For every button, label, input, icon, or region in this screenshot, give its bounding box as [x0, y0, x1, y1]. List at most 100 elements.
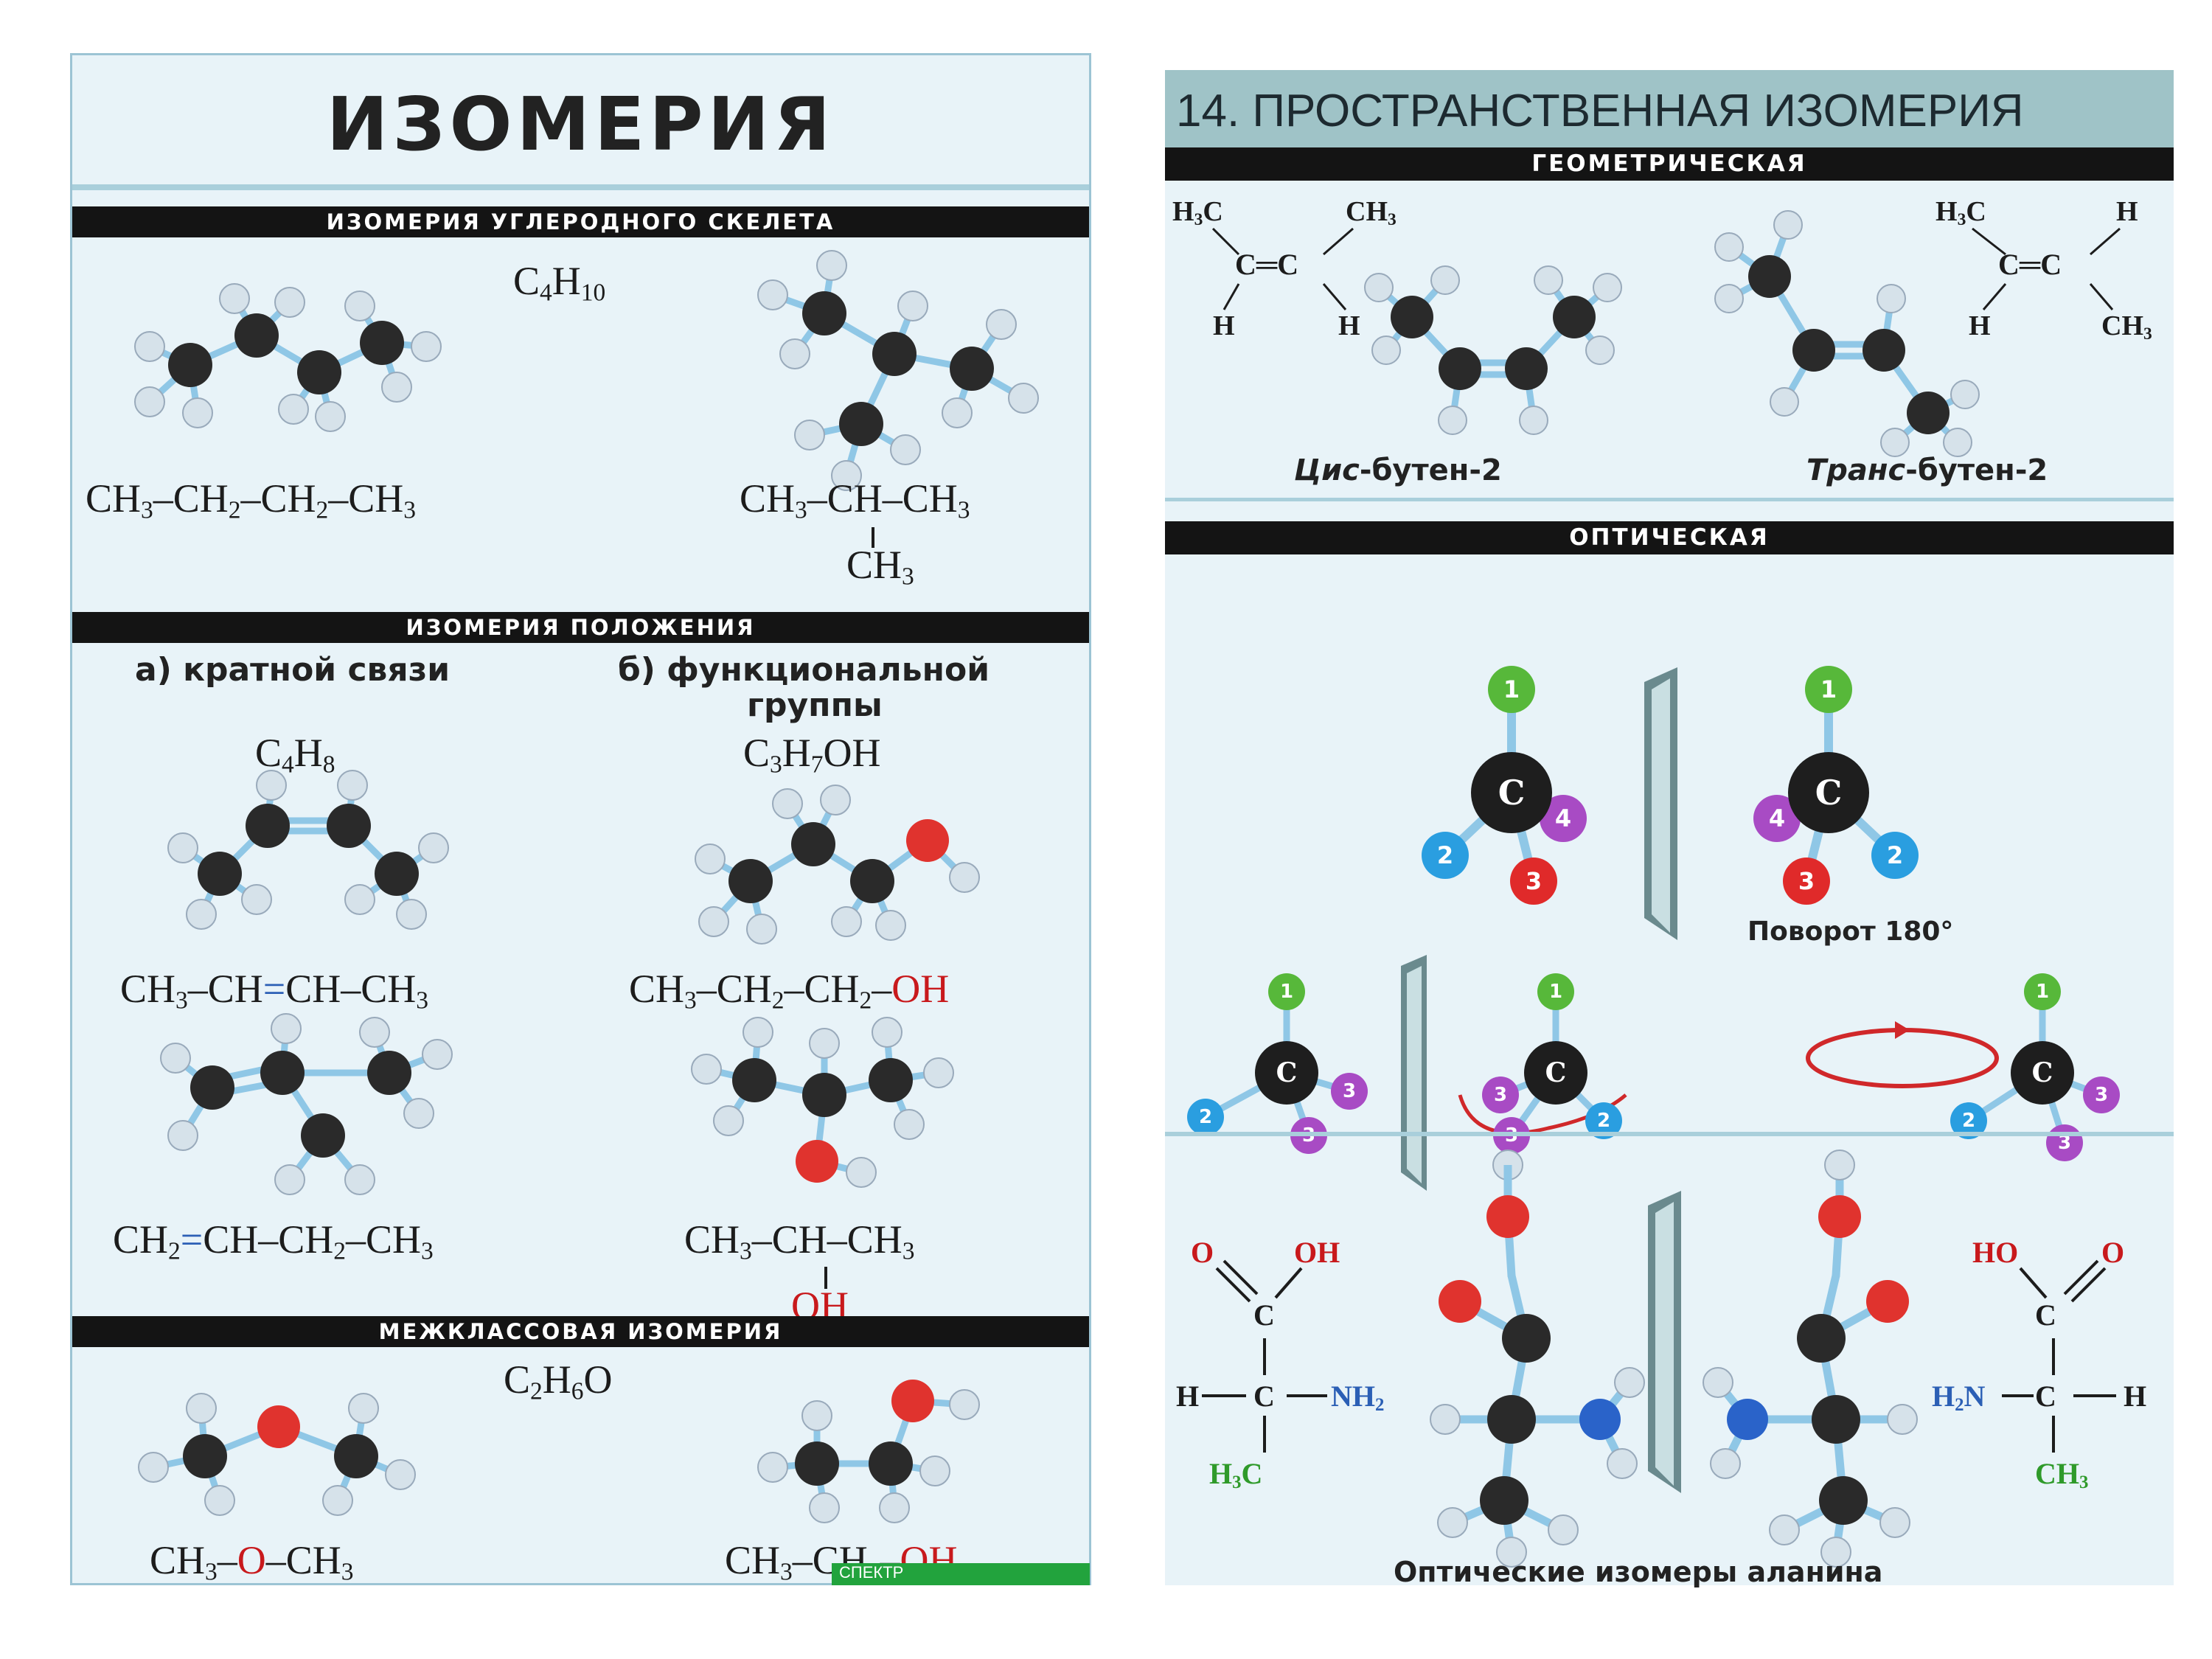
formula-dimethyl-ether: CH3–O–CH3 — [150, 1538, 354, 1586]
formula-isobutane-branch: CH3 — [846, 543, 914, 591]
number-4-label: 4 — [1769, 804, 1785, 832]
ala-l-oh: OH — [1294, 1236, 1340, 1269]
right-poster: 14. ПРОСТРАНСТВЕННАЯ ИЗОМЕРИЯ ГЕОМЕТРИЧЕ… — [1165, 70, 2174, 1588]
trans-double-bond: C═C — [1998, 248, 2062, 281]
publisher-watermark: СПЕКТР — [832, 1563, 1090, 1585]
ala-d-o: O — [2101, 1236, 2125, 1269]
trans-butene-model — [1714, 210, 1980, 457]
cis-bond-lines — [1211, 227, 1354, 310]
title-divider — [72, 184, 1089, 190]
ala-d-alpha-h: H — [2124, 1380, 2147, 1413]
number-3-label: 3 — [1494, 1084, 1507, 1106]
ala-d-model — [1703, 1150, 1918, 1568]
cis-ch3-label: CH3 — [1346, 196, 1397, 229]
ala-d-ch3: CH3 — [2035, 1457, 2089, 1493]
alanine-caption: Оптические изомеры аланина — [1394, 1556, 1883, 1588]
ala-d-ho: HO — [1972, 1236, 2019, 1269]
ethanol-model — [757, 1380, 980, 1523]
carbon-center-label: C — [1498, 773, 1526, 813]
gross-formula-c3h7oh: C3H7OH — [743, 731, 881, 779]
formula-butane: CH3–CH2–CH2–CH3 — [86, 476, 416, 524]
ala-d-carboxyl-c: C — [2035, 1298, 2056, 1332]
cis-double-bond: C═C — [1235, 248, 1299, 281]
section-header-skeleton: ИЗОМЕРИЯ УГЛЕРОДНОГО СКЕЛЕТА — [72, 206, 1089, 237]
optical-divider — [1165, 1132, 2174, 1136]
ala-d-alpha-c: C — [2035, 1380, 2056, 1413]
ala-d-h2n: H2N — [1932, 1380, 1986, 1416]
carbon-center-label: C — [1815, 773, 1843, 813]
section-header-interclass: МЕЖКЛАССОВАЯ ИЗОМЕРИЯ — [72, 1316, 1089, 1347]
number-2-label: 2 — [1597, 1110, 1610, 1132]
ala-l-o: O — [1191, 1236, 1214, 1269]
formula-propanol-2: CH3–CH–CH3 — [684, 1217, 915, 1265]
gross-formula-c4h8: C4H8 — [255, 731, 335, 779]
dimethyl-ether-model — [138, 1393, 416, 1516]
number-2-label: 2 — [1962, 1110, 1975, 1132]
trans-h-top: H — [2116, 196, 2138, 227]
subheader-functional-1: б) функциональной — [618, 651, 990, 689]
butene-1-model — [160, 1013, 453, 1195]
cis-butene-model — [1364, 265, 1622, 435]
ala-l-carboxyl-c: C — [1253, 1298, 1275, 1332]
formula-propanol-1: CH3–CH2–CH2–OH — [629, 967, 950, 1015]
trans-ch3-label: CH3 — [2101, 310, 2152, 344]
alanine-mirror — [1648, 1191, 1681, 1493]
section-header-optical: ОПТИЧЕСКАЯ — [1165, 521, 2174, 554]
cis-h-right: H — [1338, 310, 1360, 341]
ala-l-alpha-c: C — [1253, 1380, 1275, 1413]
branch-bond — [872, 527, 874, 548]
ala-l-model — [1430, 1150, 1645, 1568]
carbon-center-label: C — [2032, 1057, 2053, 1088]
geo-divider — [1165, 498, 2174, 501]
trans-h-bottom: H — [1969, 310, 1991, 341]
butane-model — [134, 283, 442, 432]
rotation-demo: 1 2 3 3 C 1 3 3 2 C 1 2 3 3 C — [1187, 955, 2120, 1191]
left-poster: ИЗОМЕРИЯ ИЗОМЕРИЯ УГЛЕРОДНОГО СКЕЛЕТА C4… — [70, 53, 1091, 1585]
section-header-position: ИЗОМЕРИЯ ПОЛОЖЕНИЯ — [72, 612, 1089, 643]
ala-l-alpha-h: H — [1176, 1380, 1200, 1413]
number-3-label: 3 — [2095, 1084, 2108, 1106]
cis-h3c-label: H3C — [1172, 196, 1223, 229]
number-2-label: 2 — [1437, 841, 1453, 869]
number-3-label: 3 — [1343, 1080, 1356, 1102]
rotation-label: Поворот 180° — [1747, 917, 1954, 947]
subheader-functional-2: группы — [747, 686, 883, 724]
number-3-label: 3 — [2058, 1132, 2071, 1154]
gross-formula-c2h6o: C2H6O — [504, 1357, 613, 1405]
formula-butene-1: CH2=CH–CH2–CH3 — [113, 1217, 434, 1265]
chiral-pair-top: 1 2 4 3 C 1 2 4 3 C — [1422, 666, 1919, 940]
number-3-label: 3 — [1526, 867, 1542, 895]
number-1-label: 1 — [2036, 981, 2049, 1003]
formula-butene-2: CH3–CH=CH–CH3 — [120, 967, 428, 1015]
trans-butene-caption: Транс-бутен-2 — [1806, 453, 2048, 487]
trans-bond-lines — [1972, 227, 2121, 310]
carbon-center-label: C — [1276, 1057, 1298, 1088]
poster-title: ИЗОМЕРИЯ — [326, 81, 835, 167]
ala-l-bonds — [1202, 1259, 1327, 1453]
ala-l-nh2: NH2 — [1331, 1380, 1385, 1416]
ala-d-bonds — [2002, 1259, 2116, 1453]
cis-h-left: H — [1213, 310, 1235, 341]
spatial-title-band — [1165, 70, 2174, 147]
carbon-center-label: C — [1545, 1057, 1567, 1088]
number-2-label: 2 — [1887, 841, 1903, 869]
isobutane-model — [757, 250, 1039, 491]
butene-2-model — [167, 770, 449, 930]
number-1-label: 1 — [1280, 981, 1293, 1003]
number-1-label: 1 — [1820, 675, 1837, 703]
number-1-label: 1 — [1549, 981, 1562, 1003]
formula-isobutane: CH3–CH–CH3 — [740, 476, 970, 524]
number-3-label: 3 — [1798, 867, 1815, 895]
trans-h3c-label: H3C — [1935, 196, 1986, 229]
number-1-label: 1 — [1503, 675, 1520, 703]
ala-l-h3c: H3C — [1209, 1457, 1263, 1493]
spatial-title: 14. ПРОСТРАНСТВЕННАЯ ИЗОМЕРИЯ — [1176, 86, 2024, 136]
oh-branch-bond — [824, 1267, 827, 1289]
number-4-label: 4 — [1555, 804, 1571, 832]
subheader-multiple-bond: а) кратной связи — [135, 651, 451, 689]
propanol-1-model — [695, 785, 980, 945]
cis-butene-caption: Цис-бутен-2 — [1294, 453, 1502, 487]
gross-formula-c4h10: C4H10 — [513, 259, 606, 307]
number-2-label: 2 — [1199, 1106, 1212, 1128]
propanol-2-model — [691, 1017, 954, 1188]
